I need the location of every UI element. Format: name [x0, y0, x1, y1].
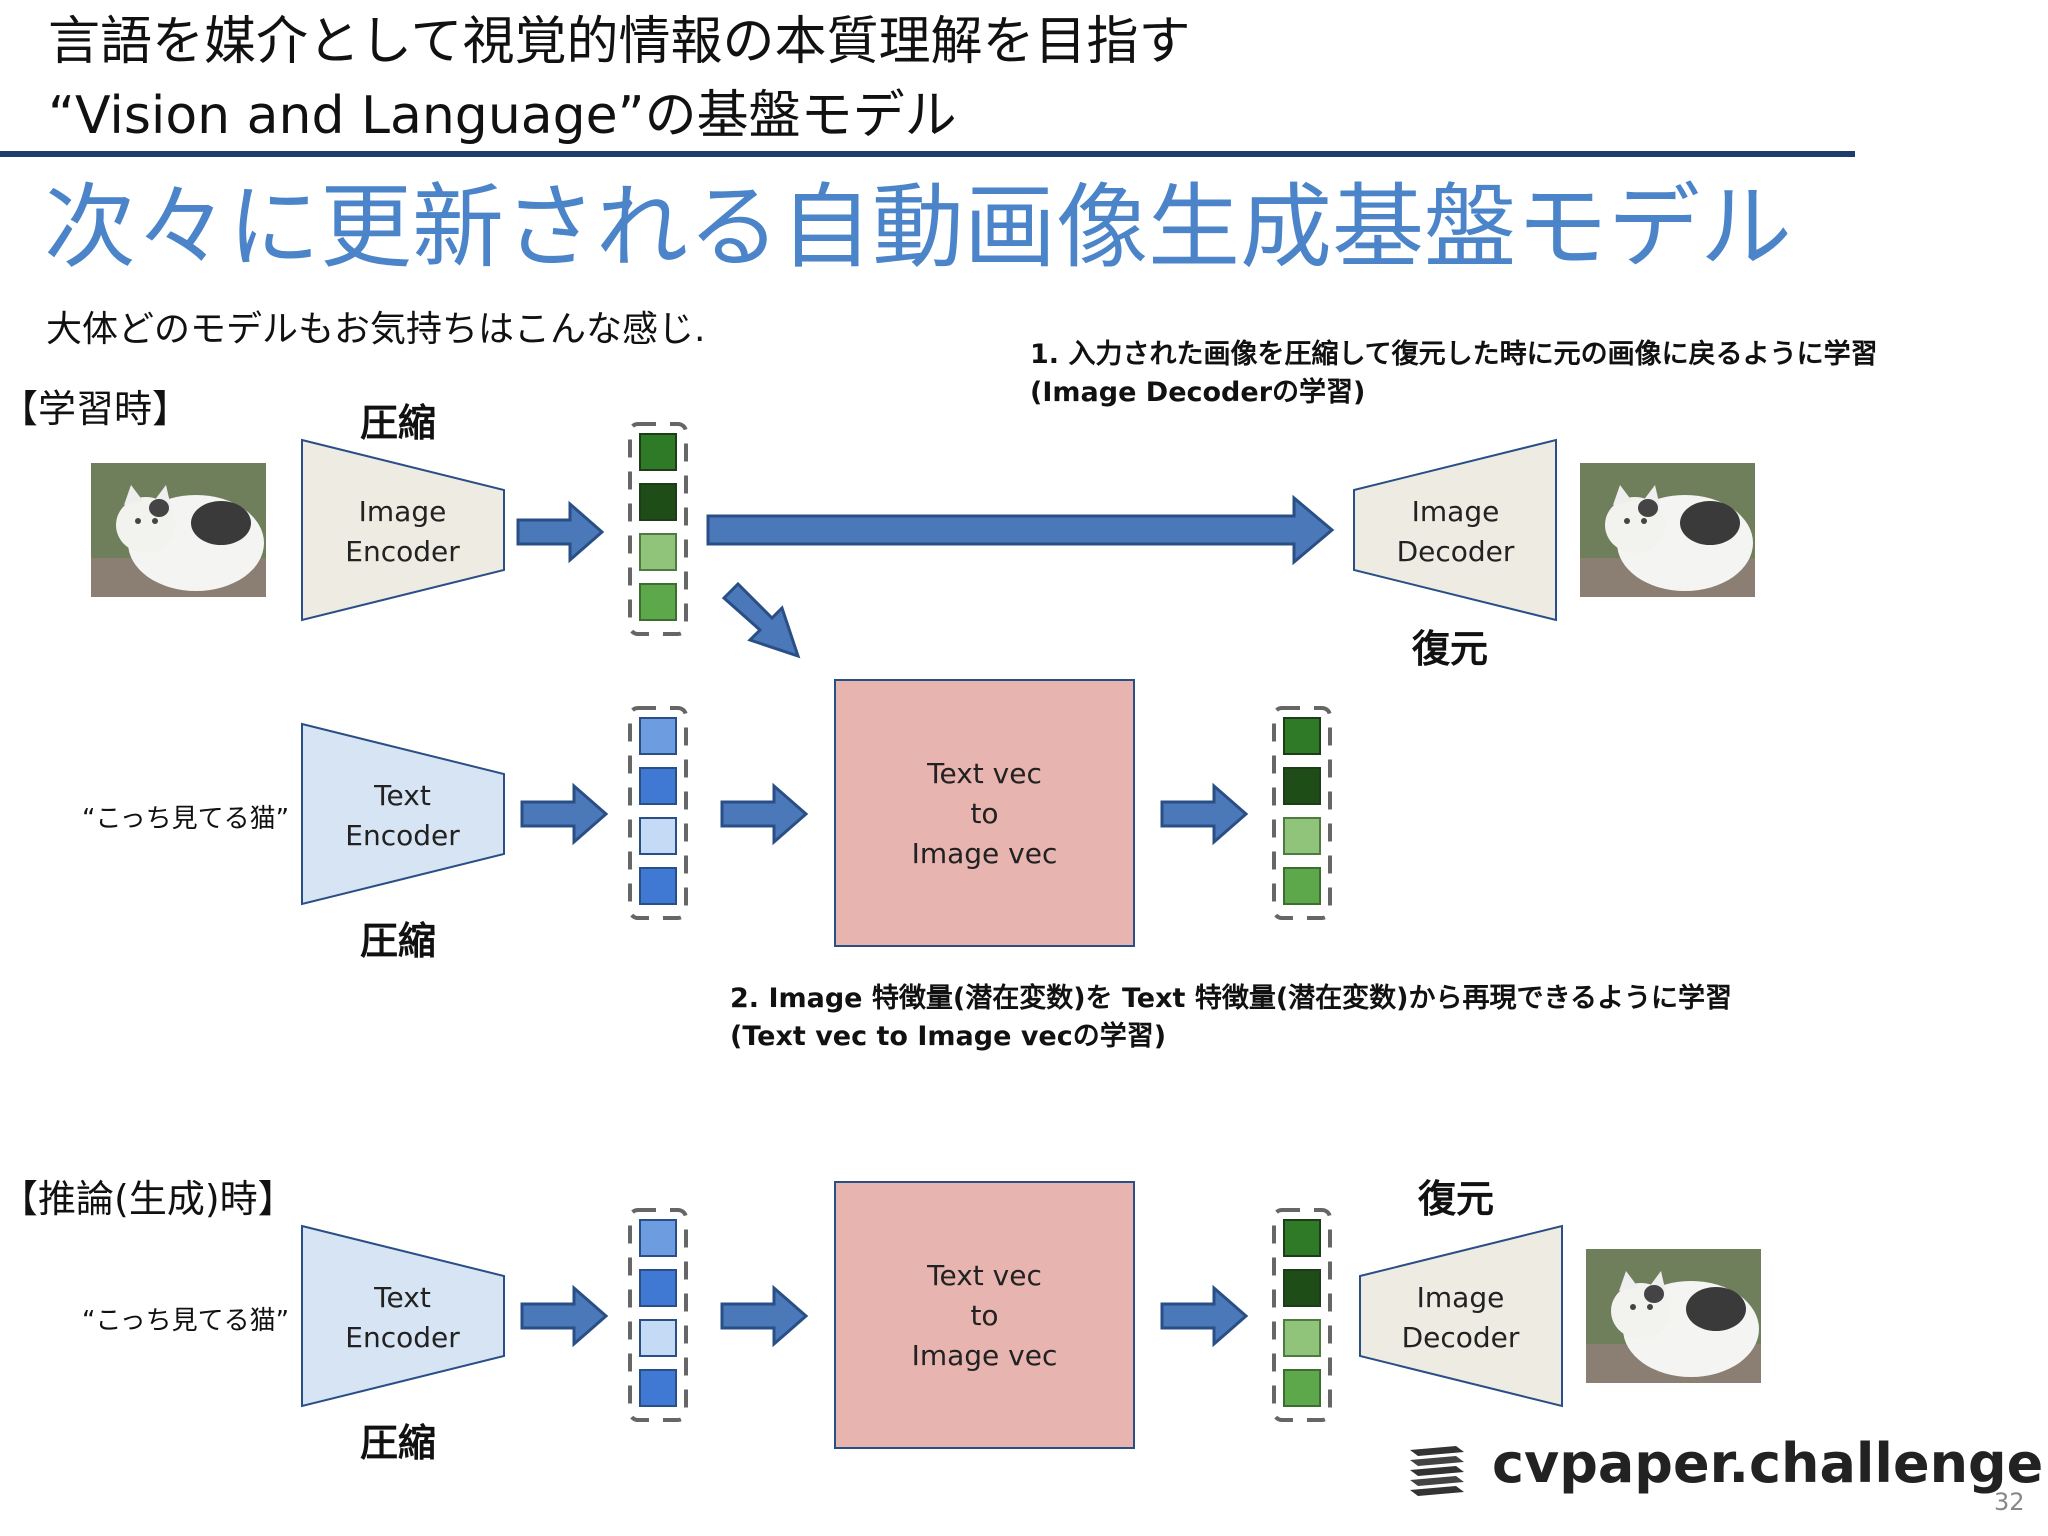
- arrow-text-encoder-to-latent-train: [520, 782, 609, 846]
- text-encoder-label-inference-line-1: Text: [374, 1281, 431, 1314]
- cat-photo-reconstructed: [1580, 463, 1755, 597]
- restore-label-inference: 復元: [1418, 1177, 1495, 1221]
- converter-label-train-line-3: Image vec: [911, 837, 1058, 870]
- text-latent-vector-inference: [628, 1208, 688, 1422]
- training-section-label: 【学習時】: [0, 387, 191, 431]
- converter-label-train-line-2: to: [970, 797, 999, 830]
- image-encoder-label-line-2: Encoder: [345, 535, 460, 568]
- compress-label-top: 圧縮: [360, 401, 437, 445]
- image-decoder-label-inference: Image Decoder: [1378, 1278, 1543, 1358]
- converter-label-inference-line-2: to: [970, 1299, 999, 1332]
- text-encoder-label-inference-line-2: Encoder: [345, 1321, 460, 1354]
- arrow-diagonal-down: [721, 581, 801, 659]
- restore-label-train: 復元: [1412, 627, 1489, 671]
- cat-photo-input: [91, 463, 266, 597]
- training-note-1-line-2: (Image Decoderの学習): [1030, 377, 1366, 408]
- converter-label-train-line-1: Text vec: [927, 757, 1042, 790]
- image-decoder-label-train-line-2: Decoder: [1396, 535, 1515, 568]
- image-encoder-label: Image Encoder: [320, 492, 485, 572]
- header-line-2: “Vision and Language”の基盤モデル: [48, 86, 957, 146]
- image-encoder-label-line-1: Image: [358, 495, 447, 528]
- header-line-1: 言語を媒介として視覚的情報の本質理解を目指す: [48, 12, 1191, 72]
- arrow-text-encoder-to-latent-inference: [520, 1284, 609, 1348]
- slide-title: 次々に更新される自動画像生成基盤モデル: [44, 174, 1793, 281]
- image-decoder-shape-inference: [1359, 1224, 1563, 1408]
- image-decoder-label-inference-line-1: Image: [1416, 1281, 1505, 1314]
- header-divider: [0, 151, 1855, 157]
- image-encoder-shape: [301, 438, 505, 622]
- converter-label-inference: Text vec to Image vec: [834, 1256, 1135, 1376]
- converter-box-train: [834, 679, 1135, 947]
- arrow-latent-to-converter-inference: [720, 1284, 809, 1348]
- text-prompt-train: “こっち見てる猫”: [82, 804, 290, 834]
- image-decoder-label-inference-line-2: Decoder: [1401, 1321, 1520, 1354]
- text-encoder-label-inference: Text Encoder: [320, 1278, 485, 1358]
- image-latent-vector-train: [628, 422, 688, 636]
- training-note-2-line-1: 2. Image 特徴量(潜在変数)を Text 特徴量(潜在変数)から再現でき…: [730, 983, 1732, 1014]
- arrow-latent-to-decoder: [706, 494, 1335, 566]
- arrow-encoder-to-latent: [516, 500, 605, 564]
- cat-photo-generated-graphic: [1586, 1249, 1761, 1383]
- converter-label-inference-line-1: Text vec: [927, 1259, 1042, 1292]
- text-encoder-shape-train: [301, 722, 505, 906]
- training-note-2: 2. Image 特徴量(潜在変数)を Text 特徴量(潜在変数)から再現でき…: [730, 980, 1732, 1056]
- text-encoder-label-train: Text Encoder: [320, 776, 485, 856]
- training-note-2-line-2: (Text vec to Image vecの学習): [730, 1021, 1167, 1052]
- image-decoder-shape-train: [1353, 438, 1557, 622]
- image-decoder-label-train-line-1: Image: [1411, 495, 1500, 528]
- cat-photo-reconstructed-graphic: [1580, 463, 1755, 597]
- cvpaper-logo-icon: [1410, 1446, 1464, 1496]
- converter-label-train: Text vec to Image vec: [834, 754, 1135, 874]
- arrow-converter-to-output-train: [1160, 782, 1249, 846]
- text-latent-vector-train: [628, 706, 688, 920]
- converter-box-inference: [834, 1181, 1135, 1449]
- inference-section-label: 【推論(生成)時】: [0, 1177, 296, 1221]
- page-number: 32: [1994, 1488, 2025, 1516]
- text-encoder-label-train-line-2: Encoder: [345, 819, 460, 852]
- training-note-1-line-1: 1. 入力された画像を圧縮して復元した時に元の画像に戻るように学習: [1030, 339, 1878, 370]
- training-note-1: 1. 入力された画像を圧縮して復元した時に元の画像に戻るように学習 (Image…: [1030, 336, 1878, 412]
- predicted-image-vector-inference: [1272, 1208, 1332, 1422]
- text-prompt-inference: “こっち見てる猫”: [82, 1306, 290, 1336]
- compress-label-bottom: 圧縮: [360, 919, 437, 963]
- predicted-image-vector-train: [1272, 706, 1332, 920]
- compress-label-inference: 圧縮: [360, 1421, 437, 1465]
- cvpaper-logo-text: cvpaper.challenge: [1492, 1432, 2044, 1495]
- cat-photo-generated: [1586, 1249, 1761, 1383]
- arrow-converter-to-output-inference: [1160, 1284, 1249, 1348]
- cat-photo-input-graphic: [91, 463, 266, 597]
- text-encoder-label-train-line-1: Text: [374, 779, 431, 812]
- arrow-latent-to-converter-train: [720, 782, 809, 846]
- image-decoder-label-train: Image Decoder: [1373, 492, 1538, 572]
- slide-subtitle: 大体どのモデルもお気持ちはこんな感じ.: [46, 309, 706, 350]
- text-encoder-shape-inference: [301, 1224, 505, 1408]
- converter-label-inference-line-3: Image vec: [911, 1339, 1058, 1372]
